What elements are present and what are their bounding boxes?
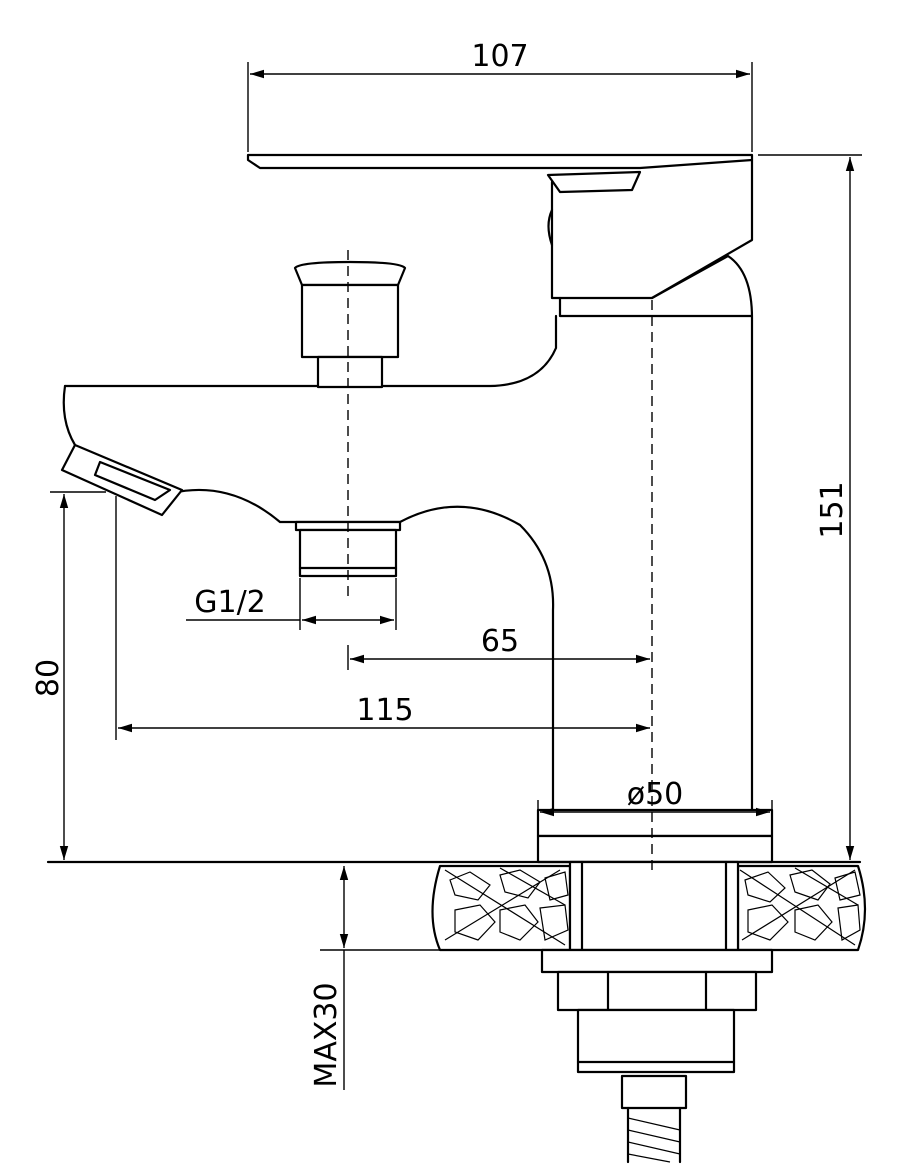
dim-thread-label: G1/2 bbox=[194, 585, 266, 620]
dim-max-deck: MAX30 bbox=[309, 866, 440, 1090]
faucet-body bbox=[62, 254, 754, 812]
dim-spout-height: 80 bbox=[31, 491, 106, 860]
dim-overall-width-label: 107 bbox=[471, 39, 528, 74]
dim-spout-height-label: 80 bbox=[31, 659, 66, 697]
dim-spout-reach-label: 115 bbox=[356, 693, 413, 728]
dim-base-diameter: ø50 bbox=[537, 777, 773, 826]
dim-max-deck-label: MAX30 bbox=[309, 982, 344, 1087]
deck-stone-section bbox=[431, 864, 867, 952]
base-flange bbox=[536, 808, 774, 864]
centre-lines bbox=[347, 250, 653, 870]
dim-spout-reach: 115 bbox=[115, 496, 650, 740]
dim-overall-height-label: 151 bbox=[815, 481, 850, 538]
spout-outlet bbox=[60, 443, 184, 517]
dim-base-diameter-label: ø50 bbox=[627, 777, 684, 812]
dim-overall-height: 151 bbox=[758, 154, 862, 860]
dim-overall-width: 107 bbox=[247, 39, 753, 152]
diverter-knob bbox=[293, 260, 407, 389]
dim-diverter-offset-label: 65 bbox=[481, 624, 519, 659]
mounting-shank bbox=[540, 860, 774, 1164]
dim-diverter-offset: 65 bbox=[347, 624, 650, 670]
dim-thread: G1/2 bbox=[186, 578, 397, 630]
